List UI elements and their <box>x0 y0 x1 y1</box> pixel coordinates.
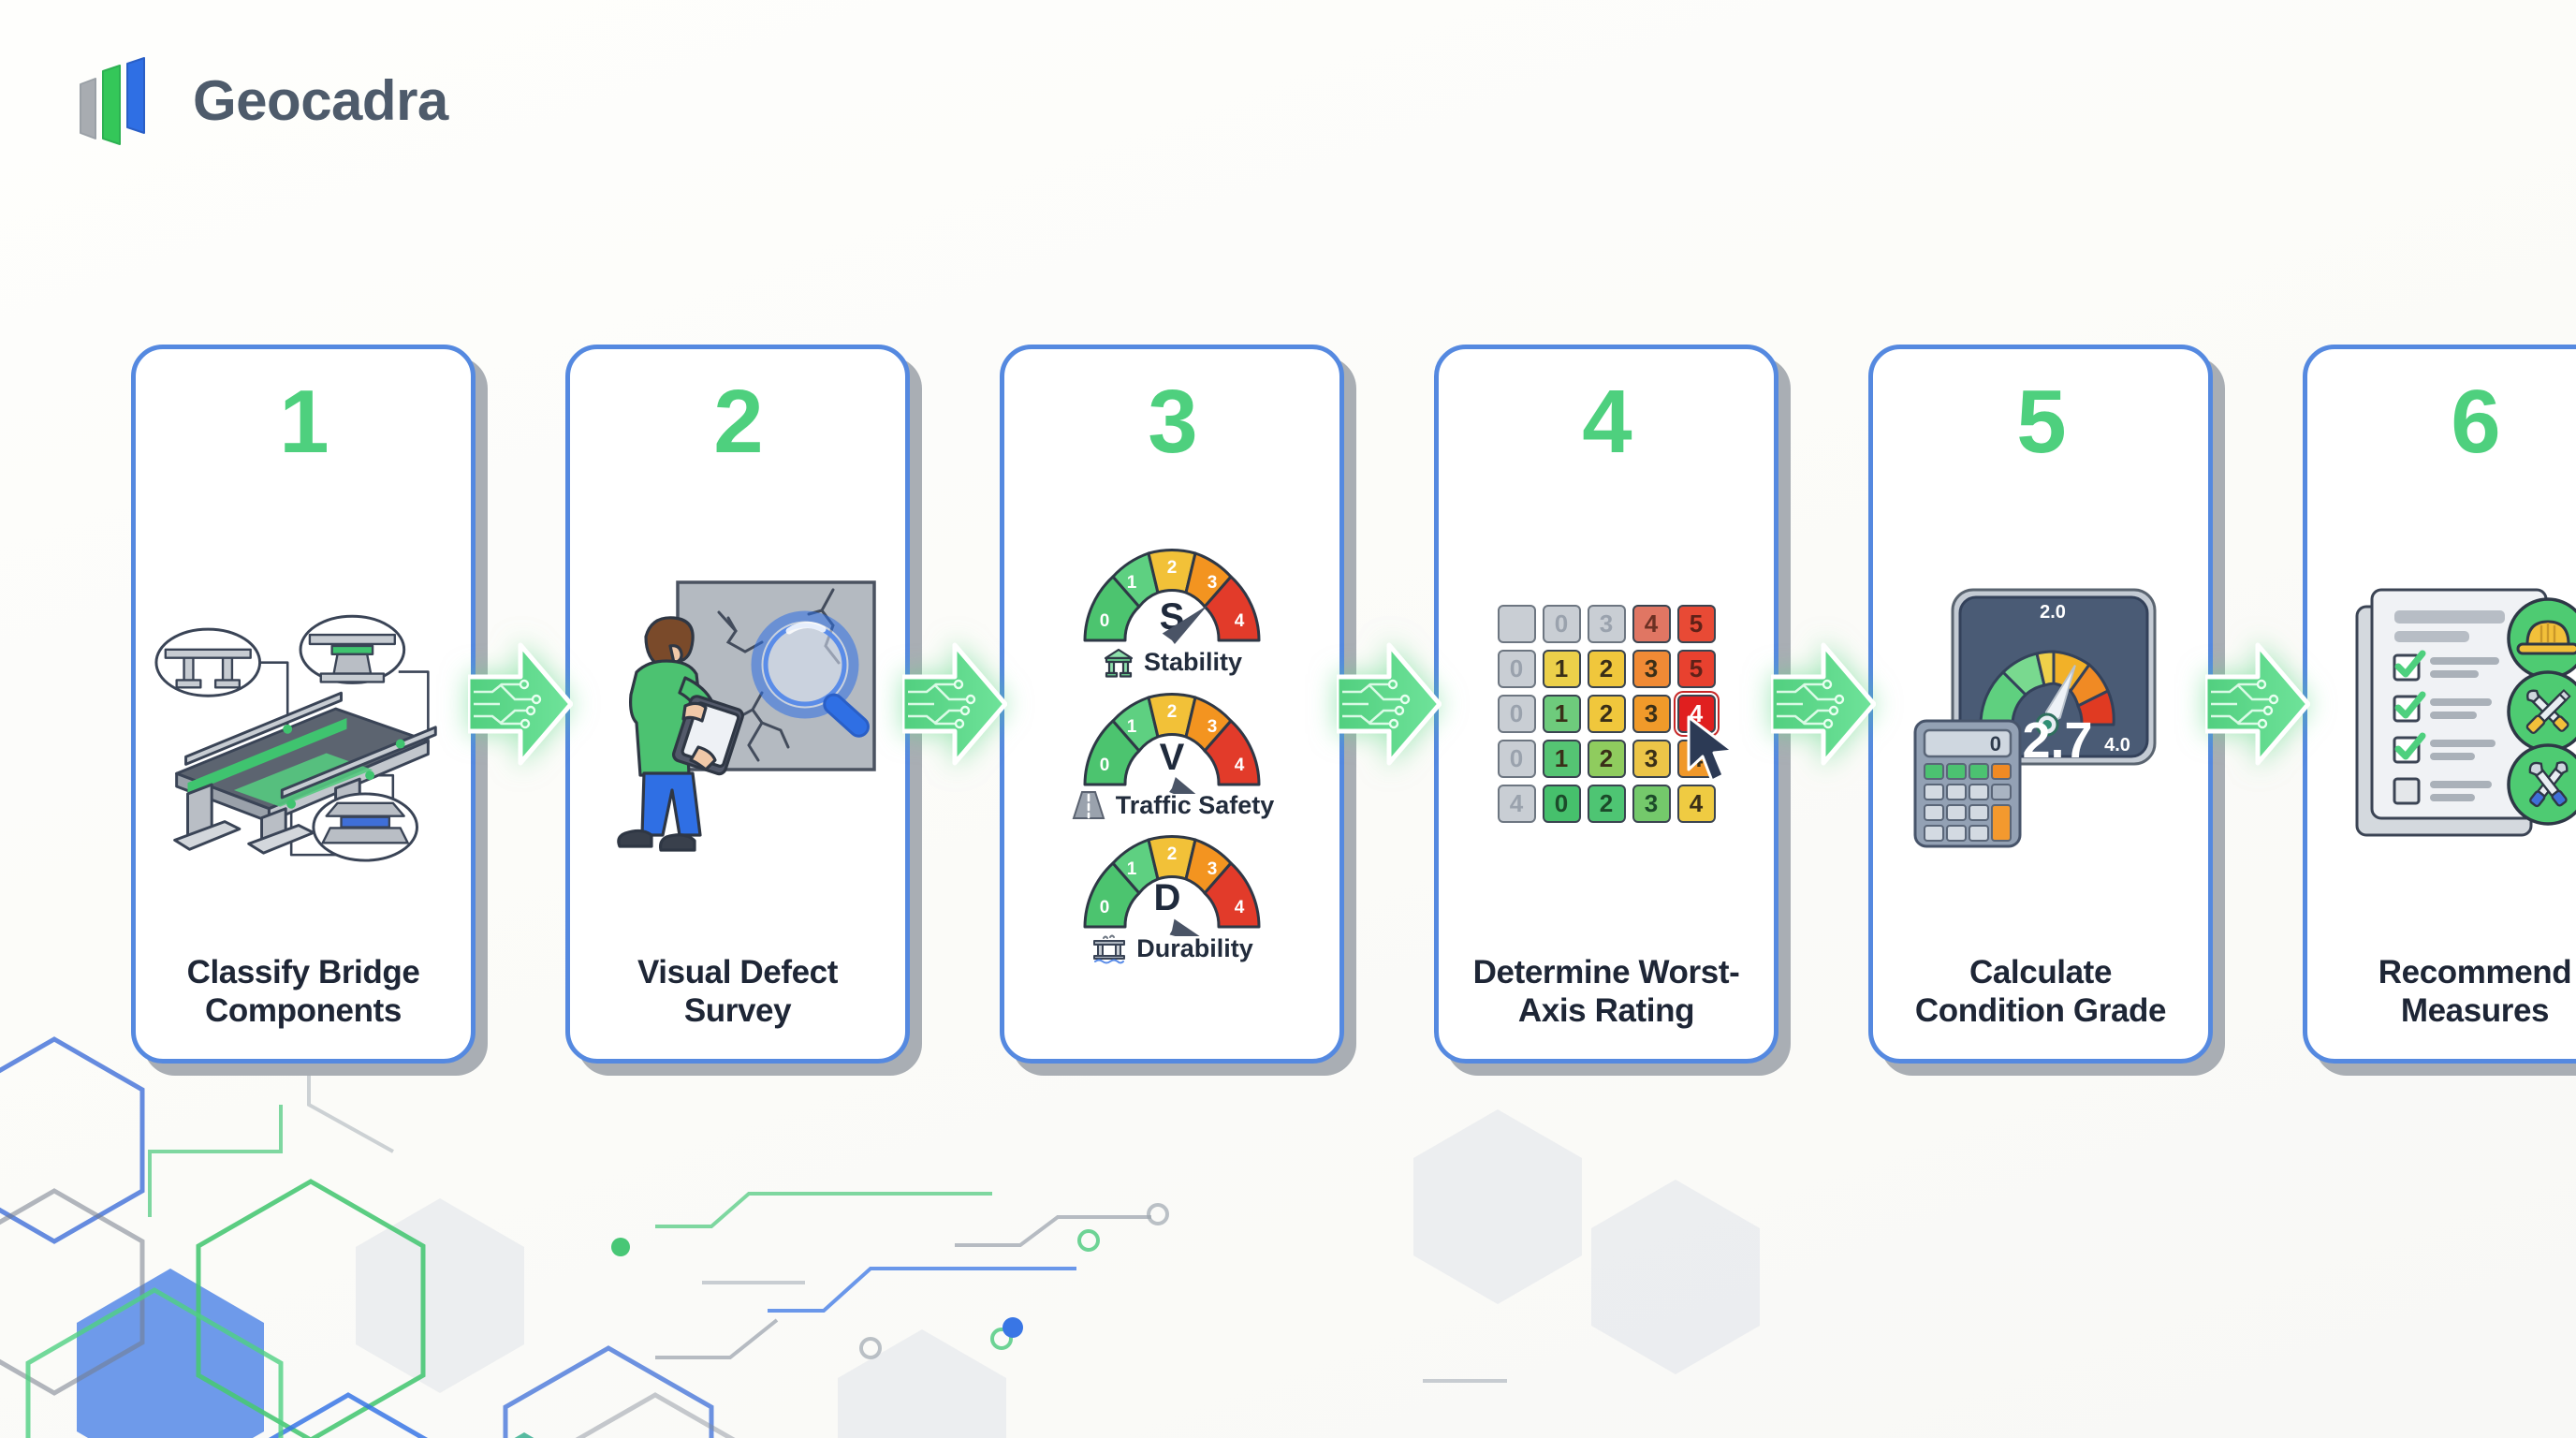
matrix-cell[interactable]: 3 <box>1632 649 1671 688</box>
svg-text:2: 2 <box>1167 558 1178 578</box>
step-title-4: Determine Worst-Axis Rating <box>1472 954 1740 1030</box>
calculator-icon: 0 <box>1913 719 2022 848</box>
matrix-cell[interactable]: 3 <box>1632 784 1671 823</box>
step-number-6: 6 <box>2451 372 2500 472</box>
condition-grade-gauge-calculator: 2.0 1.0 4.0 2.7 0 <box>1888 474 2193 954</box>
gauge-label-traffic-safety: Traffic Safety <box>1115 790 1275 819</box>
step-title-2: Visual Defect Survey <box>637 954 838 1030</box>
step-number-4: 4 <box>1582 372 1632 472</box>
matrix-cell[interactable]: 0 <box>1542 604 1581 643</box>
pointer-arrow-icon <box>1687 715 1734 783</box>
matrix-cell[interactable]: 4 <box>1676 784 1716 823</box>
svg-text:2: 2 <box>1167 702 1178 722</box>
svg-text:1: 1 <box>1127 573 1137 593</box>
connector-arrow-1 <box>468 345 573 1064</box>
matrix-cell[interactable]: 2 <box>1587 694 1626 733</box>
matrix-cell[interactable]: 5 <box>1676 604 1716 643</box>
process-flow: 1 <box>131 345 2576 1075</box>
svg-text:1: 1 <box>1127 717 1137 737</box>
connector-arrow-5 <box>2205 345 2310 1064</box>
step-title-3 <box>1166 1031 1178 1034</box>
svg-text:1: 1 <box>1127 859 1137 879</box>
rating-matrix-with-cursor: 0 3 4 5 0 1 2 3 5 0 1 2 3 4 0 <box>1454 474 1759 954</box>
rating-matrix[interactable]: 0 3 4 5 0 1 2 3 5 0 1 2 3 4 0 <box>1497 604 1716 823</box>
bridge-components-diagram <box>151 474 456 954</box>
step-number-1: 1 <box>279 372 329 472</box>
classical-building-icon <box>1104 649 1134 678</box>
hardhat-icon <box>2507 597 2576 681</box>
matrix-cell[interactable]: 5 <box>1676 649 1716 688</box>
step-card-4[interactable]: 4 0 3 4 5 0 1 2 3 5 0 1 <box>1434 345 1778 1064</box>
matrix-cell[interactable]: 4 <box>1632 604 1671 643</box>
gauge-max-label: 4.0 <box>2104 735 2130 756</box>
gauge-label-stability: Stability <box>1143 647 1242 676</box>
brand-name: Geocadra <box>193 69 448 132</box>
matrix-cell[interactable]: 2 <box>1587 784 1626 823</box>
step-card-6[interactable]: 6 <box>2303 345 2576 1064</box>
svg-text:0: 0 <box>1100 756 1110 775</box>
gauge-mid-label: 2.0 <box>2040 602 2066 623</box>
tools-icon <box>2507 743 2576 827</box>
step-card-1[interactable]: 1 <box>131 345 476 1064</box>
matrix-cell[interactable]: 2 <box>1587 649 1626 688</box>
svg-text:4: 4 <box>1235 611 1245 631</box>
svg-text:4: 4 <box>1235 756 1245 775</box>
connector-arrow-4 <box>1771 345 1876 1064</box>
matrix-cell[interactable]: 0 <box>1497 739 1536 778</box>
step-number-2: 2 <box>713 372 763 472</box>
matrix-cell[interactable]: 0 <box>1497 694 1536 733</box>
matrix-cell[interactable]: 3 <box>1632 694 1671 733</box>
road-icon <box>1072 791 1105 820</box>
step-title-1: Classify Bridge Components <box>186 954 420 1030</box>
matrix-cell[interactable]: 2 <box>1587 739 1626 778</box>
matrix-cell[interactable]: 4 <box>1497 784 1536 823</box>
svg-text:V: V <box>1160 737 1185 778</box>
svg-text:D: D <box>1154 877 1181 918</box>
matrix-cell[interactable]: 0 <box>1542 784 1581 823</box>
bar-chart-logo-icon <box>80 57 145 145</box>
svg-text:3: 3 <box>1208 859 1218 879</box>
matrix-cell[interactable]: 0 <box>1497 649 1536 688</box>
matrix-cell[interactable]: 3 <box>1587 604 1626 643</box>
svg-text:0: 0 <box>1100 611 1110 631</box>
condition-grade-value: 2.7 <box>2022 712 2092 769</box>
matrix-cell[interactable]: 3 <box>1632 739 1671 778</box>
inspector-cracked-wall-magnifier <box>585 474 890 954</box>
svg-text:2: 2 <box>1167 844 1178 864</box>
matrix-cell[interactable]: 1 <box>1542 649 1581 688</box>
bridge-over-water-icon <box>1093 934 1126 964</box>
step-number-3: 3 <box>1148 372 1197 472</box>
step-title-6: Recommend Measures <box>2378 954 2572 1030</box>
step-number-5: 5 <box>2016 372 2066 472</box>
matrix-cell[interactable] <box>1497 604 1536 643</box>
svg-text:4: 4 <box>1235 898 1245 917</box>
matrix-cell[interactable]: 1 <box>1542 694 1581 733</box>
connector-arrow-3 <box>1337 345 1442 1064</box>
svg-text:3: 3 <box>1208 717 1218 737</box>
checklist-clipboard-with-badges <box>2322 474 2576 954</box>
svg-text:3: 3 <box>1208 573 1218 593</box>
calculator-display: 0 <box>1990 732 2001 756</box>
matrix-cell[interactable]: 1 <box>1542 739 1581 778</box>
step-title-5: Calculate Condition Grade <box>1914 954 2167 1030</box>
connector-arrow-2 <box>902 345 1007 1064</box>
step-card-5[interactable]: 5 <box>1868 345 2213 1064</box>
wrench-screwdriver-icon <box>2507 670 2576 754</box>
step-card-2[interactable]: 2 <box>565 345 910 1064</box>
brand-logo: Geocadra <box>67 52 448 150</box>
svg-text:0: 0 <box>1100 898 1110 917</box>
gauge-label-durability: Durability <box>1136 933 1253 962</box>
